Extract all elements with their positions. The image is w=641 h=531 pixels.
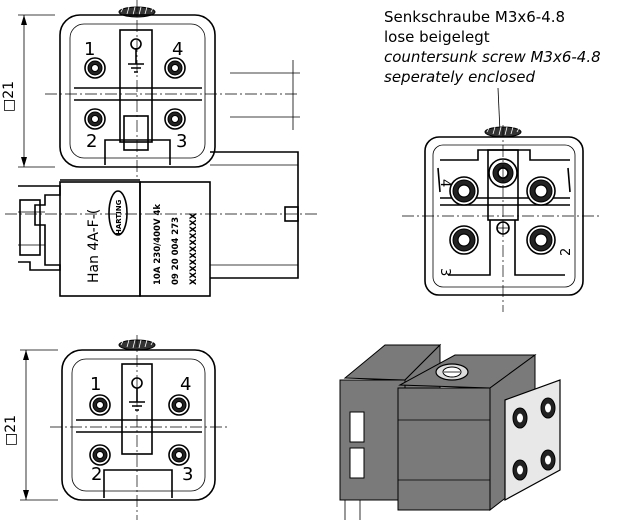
side-serial: XXXXXXXXXXX [189, 212, 199, 285]
screw-note: Senkschraube M3x6-4.8 lose beigelegt cou… [384, 8, 601, 133]
top-dimension-label: □21 [1, 81, 17, 112]
bottom-pin-label-3: 3 [182, 464, 193, 485]
top-pin-label-1: 1 [84, 39, 95, 60]
harting-logo: HARTING [108, 190, 128, 236]
rear-view: 4 3 2 [402, 125, 600, 312]
note-line-2: lose beigelegt [384, 28, 490, 46]
bottom-pin-label-4: 4 [180, 374, 191, 395]
rear-pin-label-2: 2 [559, 248, 574, 256]
rear-pin-label-4: 4 [437, 179, 452, 187]
note-line-3: countersunk screw M3x6-4.8 [384, 48, 601, 66]
bottom-pin-label-1: 1 [90, 374, 101, 395]
side-rating: 10A 230/400V 4k [153, 204, 163, 285]
top-pin-label-3: 3 [176, 131, 187, 152]
side-view: Han 4A-F-( HARTING 10A 230/400V 4k 09 20… [5, 151, 318, 297]
bottom-front-view: 1 4 2 3 □21 [3, 335, 230, 520]
isometric-view [339, 343, 561, 520]
rear-pin-label-3: 3 [437, 268, 452, 276]
bottom-pin-label-2: 2 [91, 464, 102, 485]
bottom-dimension-label: □21 [3, 415, 19, 446]
note-line-4: seperately enclosed [384, 68, 535, 86]
top-front-view: 1 4 2 3 □21 [1, 0, 300, 180]
side-dimension-lines [230, 60, 300, 130]
harting-logo-text: HARTING [115, 199, 123, 235]
top-pin-label-4: 4 [172, 39, 183, 60]
side-marking-type: Han 4A-F-( [86, 209, 102, 283]
note-line-1: Senkschraube M3x6-4.8 [384, 8, 565, 26]
side-part-number: 09 20 004 273 [171, 217, 181, 285]
top-pin-label-2: 2 [86, 131, 97, 152]
